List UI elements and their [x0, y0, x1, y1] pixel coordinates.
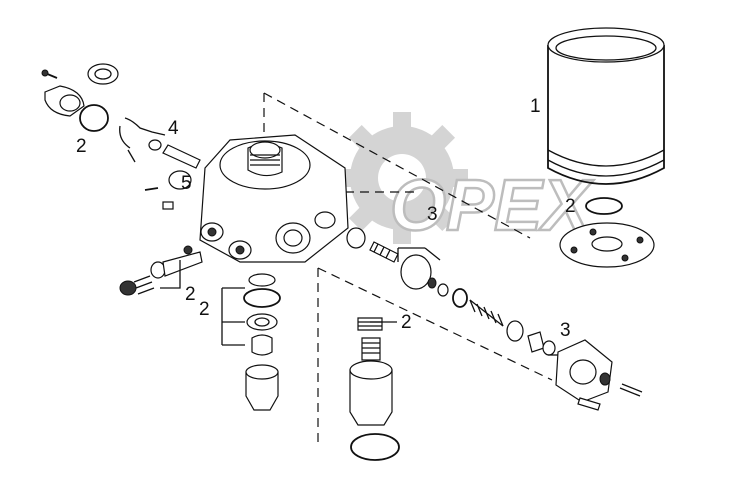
watermark-gear-icon: [336, 112, 468, 244]
callout-2-cover: 2: [76, 136, 87, 157]
callout-3-top: 3: [427, 204, 438, 225]
callout-3-right: 3: [560, 320, 571, 341]
right-valve-line: [346, 227, 556, 356]
callout-2-middle: 2: [401, 312, 412, 333]
callout-5: 5: [181, 173, 192, 194]
callout-leaders: [160, 247, 558, 356]
watermark-text: OPEX: [390, 166, 594, 246]
end-cover: [555, 339, 643, 411]
left-top-parts: [41, 63, 119, 132]
callout-labels: 1 2 4 5 3 2 2 2 2 3: [76, 96, 576, 341]
left-valve-parts: [119, 245, 203, 296]
left-stack-parts: [243, 273, 281, 411]
watermark: OPEX: [336, 112, 595, 247]
callout-2-left-stack: 2: [199, 299, 210, 320]
base-plate: [559, 222, 655, 268]
middle-stack-parts: [349, 317, 400, 461]
dryer-housing: [199, 134, 349, 263]
callout-4: 4: [168, 118, 179, 139]
seal-ring: [585, 197, 623, 215]
filter-cartridge: [547, 27, 665, 185]
plug-part: [144, 170, 192, 210]
heater-harness: [119, 117, 201, 169]
callout-2-left-valve: 2: [185, 284, 196, 305]
callout-2-seal: 2: [565, 196, 576, 217]
callout-1: 1: [530, 96, 541, 117]
